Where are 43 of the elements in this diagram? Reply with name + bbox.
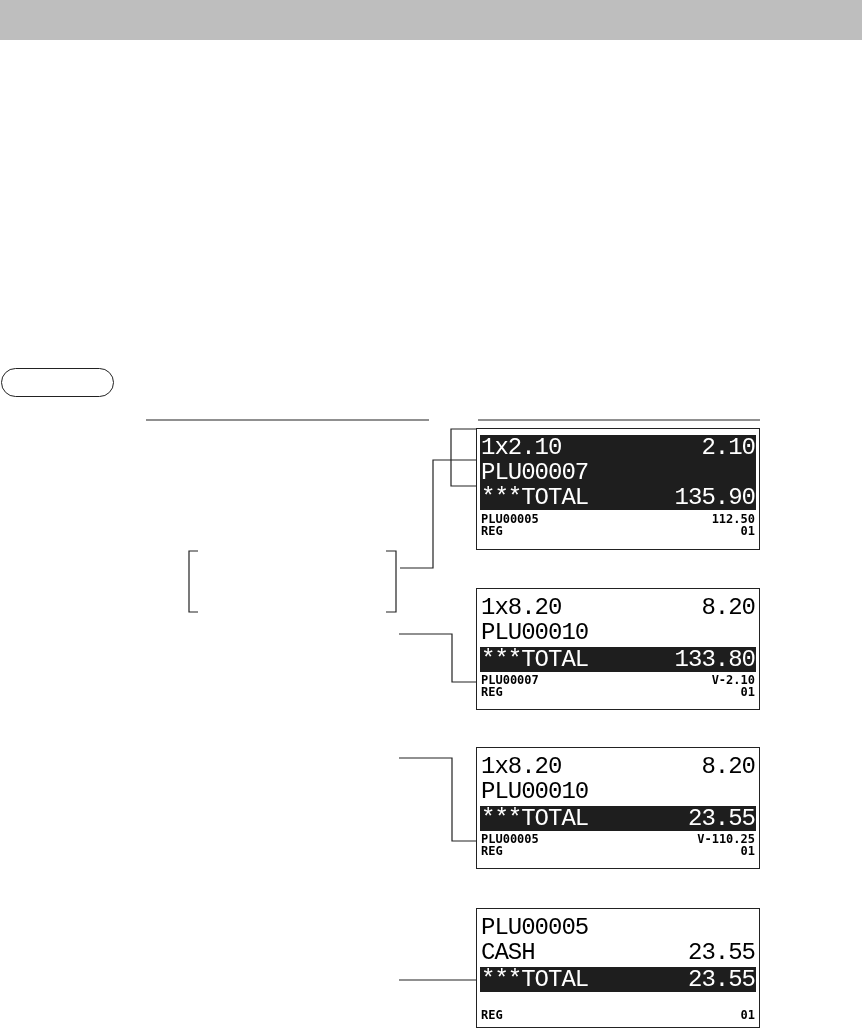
display-text: 01 [740,525,755,537]
display-text: PLU00007 [481,460,589,485]
display-text: PLU00010 [481,620,589,645]
display-text: ***TOTAL [481,485,589,510]
display-text: 23.55 [688,806,755,831]
display-text: V-2.10 [711,674,755,686]
display-text: PLU00007 [481,674,539,686]
display-text: 01 [740,1009,755,1021]
display-text: REG [481,1009,503,1021]
display-text: 01 [740,845,755,857]
display-text: ***TOTAL [481,806,589,831]
display-text: 23.55 [688,967,755,992]
display-text: 112.50 [711,513,755,525]
display-text: PLU00005 [481,915,589,940]
display-text: PLU00005 [481,833,539,845]
display-screen [476,428,760,550]
display-text: 01 [740,686,755,698]
display-text: V-110.25 [697,833,755,845]
display-text: 133.80 [674,647,755,672]
leader-line [398,757,477,842]
display-screen [476,747,760,869]
display-text: ***TOTAL [481,967,589,992]
rounded-tab [1,368,114,397]
display-text: REG [481,845,503,857]
display-text: 1x8.20 [481,595,562,620]
display-text: PLU00005 [481,513,539,525]
display-screen [476,908,760,1028]
display-text: CASH [481,940,535,965]
display-text: 135.90 [674,485,755,510]
display-text: REG [481,686,503,698]
leader-line [398,979,477,981]
leader-line [398,633,477,683]
display-text: 8.20 [701,754,755,779]
display-screen [476,588,760,710]
display-text: 2.10 [701,435,755,460]
display-text: 1x8.20 [481,754,562,779]
display-text: 23.55 [688,940,755,965]
display-text: REG [481,525,503,537]
display-text: 1x2.10 [481,435,562,460]
leader-line [399,459,477,569]
display-text: PLU00010 [481,779,589,804]
display-text: ***TOTAL [481,647,589,672]
display-text: 8.20 [701,595,755,620]
